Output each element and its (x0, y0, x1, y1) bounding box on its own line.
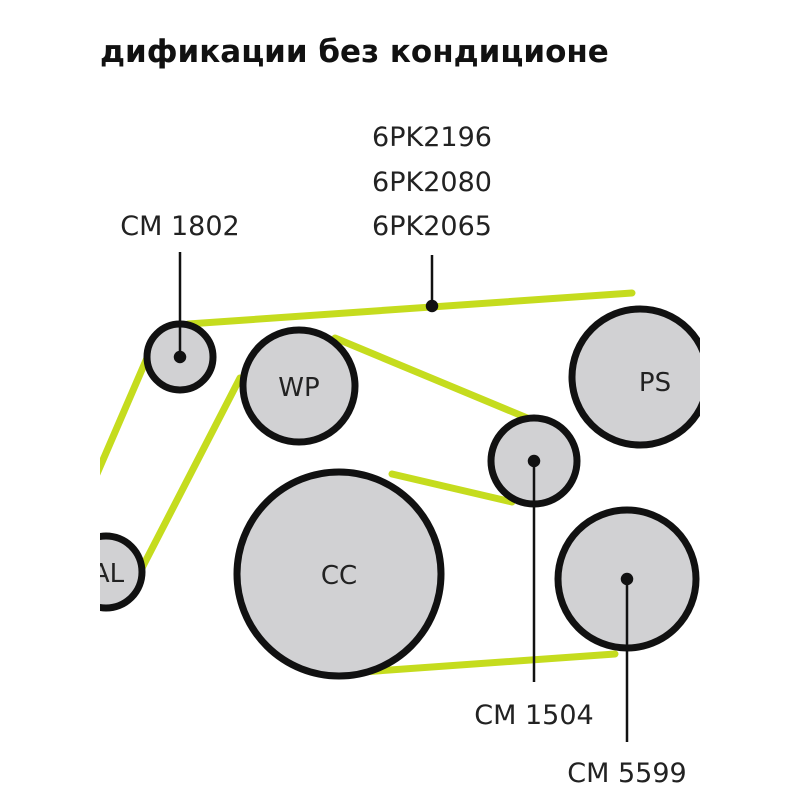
tensioner-part-label: CM 1504 (474, 700, 593, 731)
center-dot (620, 572, 634, 586)
belt-segment (138, 374, 244, 572)
belt-segment (388, 470, 516, 506)
belt-segment (358, 650, 619, 676)
alternator-pulley (100, 532, 146, 612)
belt-dot (425, 299, 439, 313)
idler-part-label: CM 1802 (120, 211, 239, 242)
belt-code-1: 6PK2196 (372, 122, 492, 153)
crankshaft-label: CC (321, 561, 357, 591)
belt-segment (184, 289, 636, 328)
belt-code-3: 6PK2065 (372, 211, 492, 242)
center-dot (173, 350, 187, 364)
belt-code-2: 6PK2080 (372, 167, 492, 198)
lower-right-part-label: CM 5599 (567, 758, 686, 789)
center-dot (527, 454, 541, 468)
belt-segment (331, 334, 536, 424)
alternator-label: AL (92, 559, 125, 589)
crankshaft-pulley (233, 468, 445, 680)
power-steering-label: PS (639, 368, 671, 398)
water-pump-label: WP (278, 373, 319, 403)
diagram-title: дификации без кондиционе (100, 34, 609, 70)
belt-segment (100, 354, 151, 476)
belt (100, 289, 636, 676)
power-steering-pulley (568, 305, 700, 449)
water-pump-pulley (239, 326, 359, 446)
